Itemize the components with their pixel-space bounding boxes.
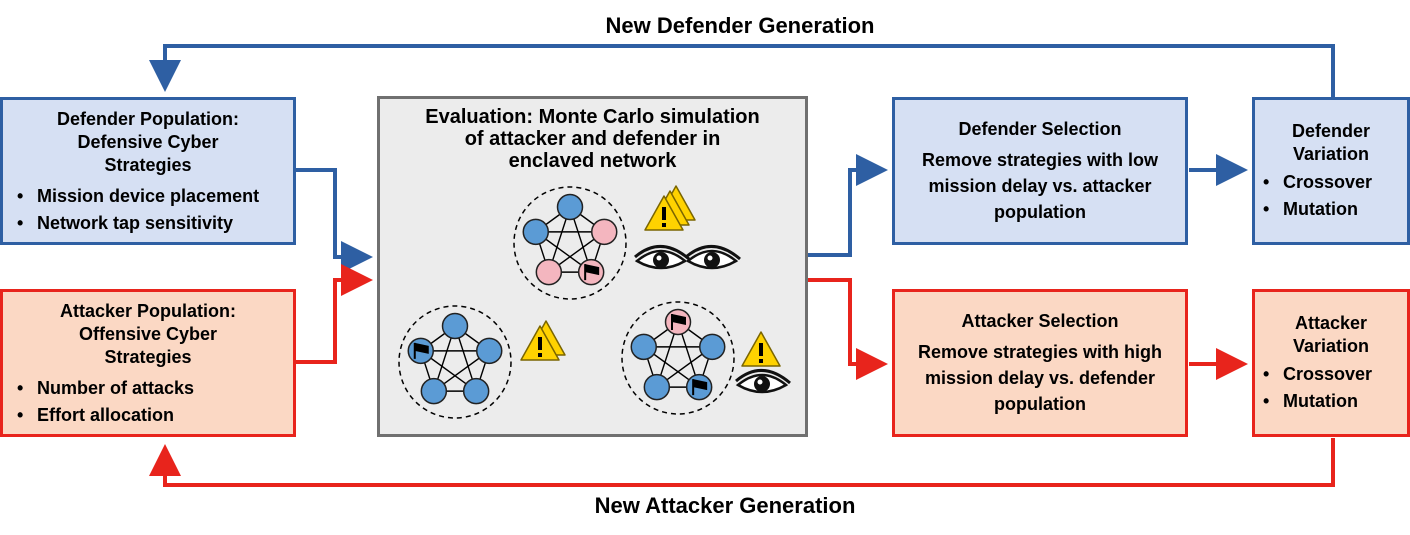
defender-population-item: Mission device placement [17, 183, 293, 210]
defender-selection-body-line: mission delay vs. attacker [928, 176, 1152, 196]
attacker-variation-item: Mutation [1263, 388, 1407, 415]
evaluation-to-attacker-selection-arrow [808, 278, 888, 380]
attacker-population-title-line: Attacker Population: [59, 301, 237, 321]
attacker-to-evaluation-arrow [296, 264, 373, 364]
attacker-variation-item: Crossover [1263, 361, 1407, 388]
defender-generation-label: New Defender Generation [605, 13, 875, 38]
defender-selection-box: Defender Selection Remove strategies wit… [892, 97, 1188, 245]
defender-selection-body-line: Remove strategies with low [921, 150, 1159, 170]
evaluation-title-line: enclaved network [508, 150, 677, 172]
attacker-generation-label: New Attacker Generation [594, 493, 856, 518]
defender-population-box: Defender Population: Defensive Cyber Str… [0, 97, 296, 245]
attacker-variation-title-line: Attacker [1294, 313, 1368, 333]
defender-population-title-line: Strategies [104, 155, 192, 175]
attacker-selection-title: Attacker Selection [961, 311, 1119, 331]
defender-population-title-line: Defensive Cyber [77, 132, 219, 152]
defender-variation-box: Defender Variation Crossover Mutation [1252, 97, 1410, 245]
evaluation-box: Evaluation: Monte Carlo simulation of at… [377, 96, 808, 437]
attacker-generation-loop-arrow [149, 438, 1335, 487]
attacker-population-item: Effort allocation [17, 402, 293, 429]
attacker-variation-box: Attacker Variation Crossover Mutation [1252, 289, 1410, 437]
defender-selection-body-line: population [994, 202, 1086, 222]
defender-variation-item: Mutation [1263, 196, 1407, 223]
attacker-selection-body-line: Remove strategies with high [917, 342, 1163, 362]
defender-population-item: Network tap sensitivity [17, 210, 293, 237]
defender-variation-item: Crossover [1263, 169, 1407, 196]
attacker-population-item: Number of attacks [17, 375, 293, 402]
attacker-variation-title-line: Variation [1292, 336, 1370, 356]
defender-variation-title-line: Variation [1292, 144, 1370, 164]
defender-to-evaluation-arrow [296, 168, 373, 273]
defender-generation-loop-arrow [149, 44, 1335, 97]
attacker-selection-body-line: mission delay vs. defender [924, 368, 1156, 388]
evaluation-to-defender-selection-arrow [808, 154, 888, 257]
attacker-selection-body-line: population [994, 394, 1086, 414]
attacker-population-box: Attacker Population: Offensive Cyber Str… [0, 289, 296, 437]
attacker-selection-box: Attacker Selection Remove strategies wit… [892, 289, 1188, 437]
attacker-population-title-line: Strategies [104, 347, 192, 367]
defender-selection-title: Defender Selection [958, 119, 1122, 139]
defender-population-title-line: Defender Population: [56, 109, 239, 129]
evaluation-title-line: Evaluation: Monte Carlo simulation [425, 106, 760, 128]
evaluation-title-line: of attacker and defender in [464, 128, 721, 150]
defender-variation-title-line: Defender [1291, 121, 1371, 141]
attacker-population-title-line: Offensive Cyber [78, 324, 218, 344]
